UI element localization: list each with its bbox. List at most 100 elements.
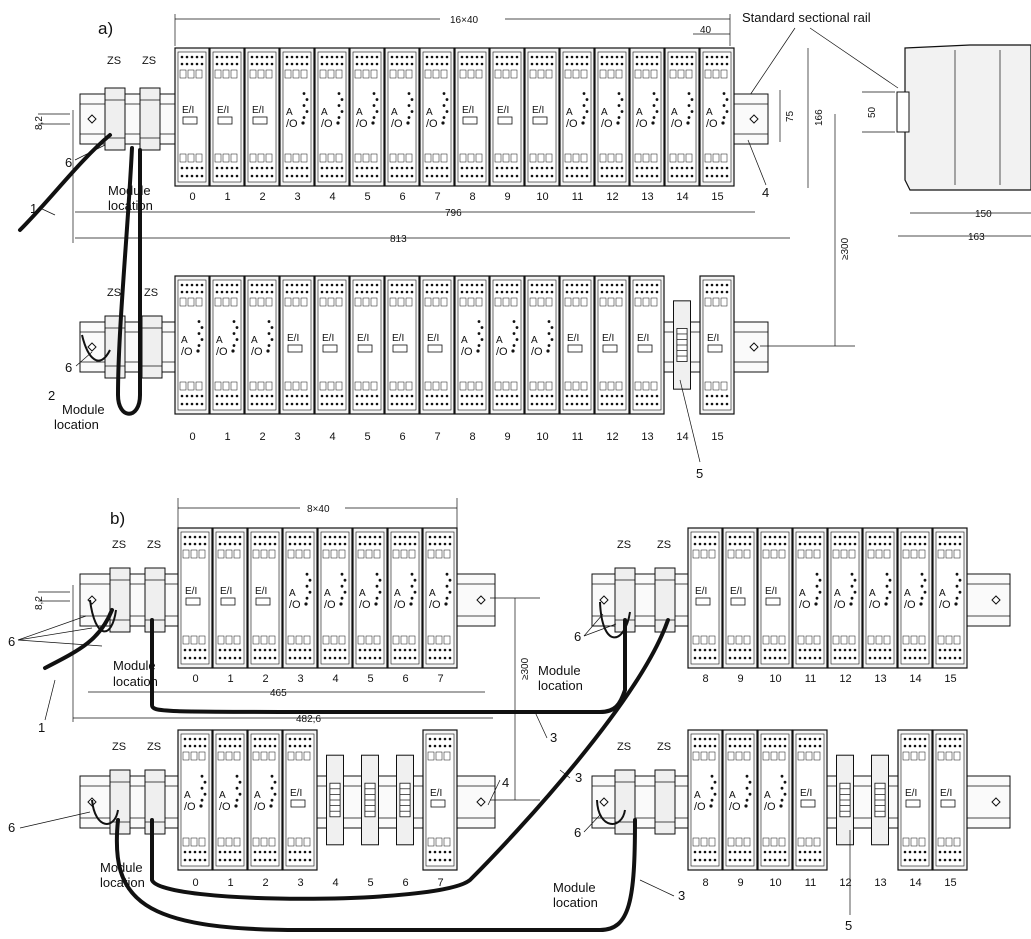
terminal-dot xyxy=(703,656,707,660)
input-module: E/I xyxy=(314,275,350,415)
module-location-b4-l2: location xyxy=(553,895,598,910)
terminal-dot xyxy=(405,402,409,406)
terminal-dot xyxy=(230,62,234,66)
terminal-dot xyxy=(223,744,227,748)
terminal-dot xyxy=(708,737,712,741)
terminal-dot xyxy=(838,656,842,660)
terminal-dot xyxy=(218,535,222,539)
led-dot xyxy=(200,798,204,802)
terminal-dot xyxy=(375,55,379,59)
terminal-dot xyxy=(255,283,259,287)
terminal-block xyxy=(502,69,510,79)
module-window xyxy=(602,344,618,353)
terminal-dot xyxy=(343,542,347,546)
terminal-dot xyxy=(215,62,219,66)
led-dot xyxy=(445,98,449,101)
terminal-dot xyxy=(190,55,194,59)
terminal-dot xyxy=(425,55,429,59)
module-label-a: A xyxy=(394,588,401,599)
terminal-block xyxy=(295,751,303,761)
terminal-dot xyxy=(303,656,307,660)
terminal-dot xyxy=(818,656,822,660)
terminal-block xyxy=(249,297,257,307)
terminal-dot xyxy=(400,394,404,398)
terminal-block xyxy=(813,635,821,645)
terminal-dot xyxy=(433,737,437,741)
terminal-dot xyxy=(600,283,604,287)
terminal-block xyxy=(268,549,276,559)
terminal-dot xyxy=(550,394,554,398)
terminal-block xyxy=(268,635,276,645)
terminal-dot xyxy=(403,648,407,652)
terminal-dot xyxy=(198,744,202,748)
led-dot xyxy=(339,602,343,606)
module-label-a: A xyxy=(799,588,806,599)
terminal-dot xyxy=(720,62,724,66)
terminal-block xyxy=(537,69,545,79)
terminal-dot xyxy=(763,542,767,546)
terminal-block xyxy=(615,153,623,163)
terminal-dot xyxy=(460,283,464,287)
terminal-block xyxy=(669,153,677,163)
input-module: E/I xyxy=(792,729,828,871)
terminal-dot xyxy=(330,402,334,406)
slot-number: 9 xyxy=(737,877,743,889)
led-dot xyxy=(200,338,204,341)
terminal-dot xyxy=(335,55,339,59)
output-module: A/O xyxy=(862,527,898,669)
slot-number: 2 xyxy=(259,431,265,443)
terminal-dot xyxy=(495,55,499,59)
terminal-dot xyxy=(605,290,609,294)
terminal-dot xyxy=(320,55,324,59)
terminal-dot xyxy=(393,542,397,546)
terminal-dot xyxy=(268,535,272,539)
led-dot xyxy=(448,578,452,582)
terminal-dot xyxy=(428,858,432,862)
terminal-block xyxy=(362,297,370,307)
terminal-dot xyxy=(390,166,394,170)
terminal-dot xyxy=(818,858,822,862)
terminal-dot xyxy=(220,174,224,178)
terminal-dot xyxy=(340,290,344,294)
terminal-block xyxy=(392,549,400,559)
dim-465: 465 xyxy=(270,688,287,699)
led-dot xyxy=(200,774,204,778)
terminal-dot xyxy=(433,858,437,862)
module-label-a: A xyxy=(869,588,876,599)
callout-4-b: 4 xyxy=(502,775,509,790)
terminal-block xyxy=(389,381,397,391)
terminal-dot xyxy=(435,402,439,406)
slot-number: 4 xyxy=(332,673,338,685)
terminal-dot xyxy=(515,174,519,178)
terminal-block xyxy=(529,69,537,79)
led-dot xyxy=(197,320,201,323)
terminal-dot xyxy=(725,283,729,287)
mounting-screw xyxy=(87,342,97,352)
terminal-block xyxy=(187,381,195,391)
terminal-dot xyxy=(185,290,189,294)
terminal-block xyxy=(440,153,448,163)
terminal-dot xyxy=(285,62,289,66)
output-module: A/O xyxy=(244,275,280,415)
slot-number: 8 xyxy=(702,877,708,889)
terminal-dot xyxy=(708,744,712,748)
terminal-dot xyxy=(773,656,777,660)
terminal-dot xyxy=(848,656,852,660)
terminal-dot xyxy=(535,394,539,398)
terminal-dot xyxy=(360,174,364,178)
terminal-dot xyxy=(923,850,927,854)
terminal-block xyxy=(365,635,373,645)
slot-number: 5 xyxy=(367,673,373,685)
terminal-dot xyxy=(223,737,227,741)
terminal-dot xyxy=(183,535,187,539)
terminal-dot xyxy=(570,174,574,178)
terminal-block xyxy=(432,297,440,307)
module-label-io: /O xyxy=(636,118,648,130)
terminal-block xyxy=(330,635,338,645)
terminal-dot xyxy=(198,858,202,862)
module-label-ei: E/I xyxy=(287,333,299,344)
terminal-dot xyxy=(728,744,732,748)
terminal-block xyxy=(564,381,572,391)
terminal-block xyxy=(362,153,370,163)
terminal-dot xyxy=(405,290,409,294)
